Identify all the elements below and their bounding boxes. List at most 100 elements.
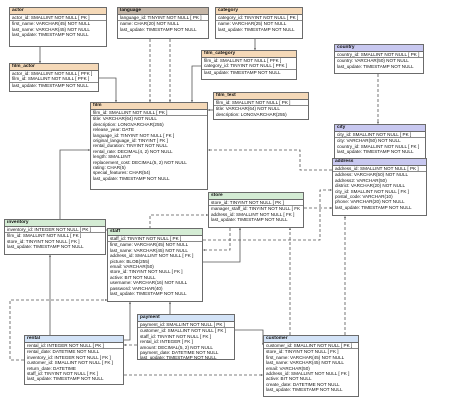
table-title: film_actor	[10, 64, 98, 71]
column: title: VARCHAR(64) NOT NULL	[93, 116, 157, 122]
column: payment_date: DATETIME NOT NULL	[140, 349, 219, 355]
table-film[interactable]: film film_id: SMALLINT NOT NULL [ PK ] t…	[90, 102, 208, 190]
column: username: VARCHAR(16) NOT NULL	[110, 280, 188, 286]
pk-column: store_id: TINYINT NOT NULL [ PK ]	[211, 200, 284, 205]
column: last_update: TIMESTAMP NOT NULL	[12, 32, 89, 38]
table-customer[interactable]: customer customer_id: SMALLINT NOT NULL …	[263, 335, 359, 397]
table-address[interactable]: address address_id: SMALLINT NOT NULL [ …	[332, 158, 427, 216]
pk-column: customer_id: SMALLINT NOT NULL [ PK ]	[266, 343, 353, 348]
primary-key-section: address_id: SMALLINT NOT NULL [ PK ]	[333, 166, 426, 173]
link-address-left-arrowhead	[208, 148, 210, 152]
table-film-category[interactable]: film_category film_id: SMALLINT NOT NULL…	[201, 50, 297, 80]
primary-key-section: actor_id: SMALLINT NOT NULL [ PFK ]film_…	[10, 71, 98, 83]
column: email: VARCHAR(50)	[266, 365, 310, 371]
column: replacement_cost: DECIMAL(5, 2) NOT NULL	[93, 159, 187, 165]
primary-key-section: film_id: SMALLINT NOT NULL [ PK ]	[214, 100, 308, 107]
table-staff[interactable]: staff staff_id: TINYINT NOT NULL [ PK ] …	[107, 228, 203, 302]
pk-column: rental_id: INTEGER NOT NULL [ PK ]	[27, 343, 104, 348]
column: country: VARCHAR(50) NOT NULL	[337, 58, 409, 64]
table-inventory[interactable]: inventory inventory_id: INTEGER NOT NULL…	[4, 219, 106, 255]
column: address_id: SMALLINT NOT NULL [ FK ]	[110, 253, 194, 259]
column: last_update: TIMESTAMP NOT NULL	[93, 175, 170, 181]
table-country[interactable]: country country_id: SMALLINT NOT NULL [ …	[334, 44, 424, 74]
primary-key-section: language_id: TINYINT NOT NULL [ PK ]	[118, 15, 208, 22]
link-payment-staff-arrowhead	[168, 302, 172, 304]
column: last_update: TIMESTAMP NOT NULL	[337, 149, 414, 155]
primary-key-section: store_id: TINYINT NOT NULL [ PK ]	[209, 200, 303, 207]
column: customer_id: SMALLINT NOT NULL [ FK ]	[27, 360, 113, 366]
column: title: VARCHAR(64) NOT NULL	[216, 106, 280, 112]
table-title: film	[91, 103, 207, 110]
primary-key-section: category_id: TINYINT NOT NULL [ PK ]	[216, 15, 302, 22]
column: return_date: DATETIME	[27, 365, 76, 371]
table-payment[interactable]: payment payment_id: SMALLINT NOT NULL [ …	[137, 314, 235, 360]
column: description: LONGVARCHAR(255)	[93, 121, 164, 127]
table-rental[interactable]: rental rental_id: INTEGER NOT NULL [ PK …	[24, 335, 124, 385]
table-store[interactable]: store store_id: TINYINT NOT NULL [ PK ] …	[208, 192, 304, 228]
link-customer-store-arrowhead	[288, 228, 292, 230]
column: amount: DECIMAL(5, 2) NOT NULL	[140, 344, 213, 350]
table-title: payment	[138, 315, 234, 322]
column: staff_id: TINYINT NOT NULL [ FK ]	[140, 333, 211, 339]
column: last_update: TIMESTAMP NOT NULL	[12, 82, 89, 88]
column: last_update: TIMESTAMP NOT NULL	[140, 355, 217, 360]
table-city[interactable]: city city_id: SMALLINT NOT NULL [ PK ] c…	[334, 124, 426, 160]
column: last_update: TIMESTAMP NOT NULL	[120, 26, 197, 32]
column: first_name: VARCHAR(45) NOT NULL	[12, 21, 91, 27]
pk-column: staff_id: TINYINT NOT NULL [ PK ]	[110, 236, 182, 241]
link-staff-store	[203, 228, 241, 263]
table-title: staff	[108, 229, 202, 236]
column: original_language_id: TINYINT [ FK ]	[93, 137, 168, 143]
column: last_name: VARCHAR(45) NOT NULL	[12, 26, 90, 32]
column: active: BIT NOT NULL	[110, 274, 156, 280]
table-language[interactable]: language language_id: TINYINT NOT NULL […	[117, 7, 209, 39]
table-title: language	[118, 8, 208, 15]
column: store_id: TINYINT NOT NULL [ FK ]	[7, 238, 80, 244]
primary-key-section: payment_id: SMALLINT NOT NULL [ PK ]	[138, 322, 234, 329]
column: address2: VARCHAR(50)	[335, 177, 387, 183]
column: description: LONGVARCHAR(255)	[216, 111, 287, 117]
column: inventory_id: INTEGER NOT NULL [ FK ]	[27, 354, 111, 360]
column: last_update: TIMESTAMP NOT NULL	[7, 244, 84, 250]
column: last_name: VARCHAR(45) NOT NULL	[266, 360, 344, 366]
link-payment-rental-arrowhead	[124, 343, 126, 347]
column: name: CHAR(20) NOT NULL	[120, 21, 180, 27]
pk-column: category_id: TINYINT NOT NULL [ PFK ]	[204, 63, 288, 69]
primary-key-section: customer_id: SMALLINT NOT NULL [ PK ]	[264, 343, 358, 350]
column-section: film_id: SMALLINT NOT NULL [ FK ]store_i…	[5, 233, 105, 249]
table-title: category	[216, 8, 302, 15]
column: rental_date: DATETIME NOT NULL	[27, 349, 100, 355]
column-section: last_update: TIMESTAMP NOT NULL	[202, 70, 296, 75]
pk-column: film_id: SMALLINT NOT NULL [ PK ]	[216, 100, 291, 105]
primary-key-section: city_id: SMALLINT NOT NULL [ PK ]	[335, 132, 425, 139]
column: name: VARCHAR(25) NOT NULL	[218, 21, 287, 27]
column: address_id: SMALLINT NOT NULL [ FK ]	[266, 370, 350, 376]
column: last_update: TIMESTAMP NOT NULL	[27, 376, 104, 382]
table-title: inventory	[5, 220, 105, 227]
link-rental-staff-arrowhead	[128, 302, 132, 304]
column: first_name: VARCHAR(45) NOT NULL	[110, 242, 189, 248]
primary-key-section: film_id: SMALLINT NOT NULL [ PFK ]catego…	[202, 58, 296, 70]
pk-column: city_id: SMALLINT NOT NULL [ PK ]	[337, 132, 412, 137]
table-film-text[interactable]: film_text film_id: SMALLINT NOT NULL [ P…	[213, 92, 309, 120]
link-store-staff-arrowhead	[203, 248, 205, 252]
link-rental-inventory-arrowhead	[48, 255, 52, 257]
table-actor[interactable]: actor actor_id: SMALLINT NOT NULL [ PK ]…	[9, 7, 107, 47]
table-category[interactable]: category category_id: TINYINT NOT NULL […	[215, 7, 303, 39]
table-film-actor[interactable]: film_actor actor_id: SMALLINT NOT NULL […	[9, 63, 99, 92]
link-staff-store-arrowhead	[238, 228, 242, 230]
column: rental_duration: TINYINT NOT NULL	[93, 143, 168, 149]
column: last_update: TIMESTAMP NOT NULL	[337, 63, 414, 69]
column: customer_id: SMALLINT NOT NULL [ FK ]	[140, 328, 226, 334]
column: last_update: TIMESTAMP NOT NULL	[110, 290, 187, 296]
column: address: VARCHAR(50) NOT NULL	[335, 172, 409, 178]
column-section: last_update: TIMESTAMP NOT NULL	[10, 83, 98, 88]
column: rental_rate: DECIMAL(4, 2) NOT NULL	[93, 148, 173, 154]
primary-key-section: rental_id: INTEGER NOT NULL [ PK ]	[25, 343, 123, 350]
link-rental-staff	[124, 302, 131, 341]
